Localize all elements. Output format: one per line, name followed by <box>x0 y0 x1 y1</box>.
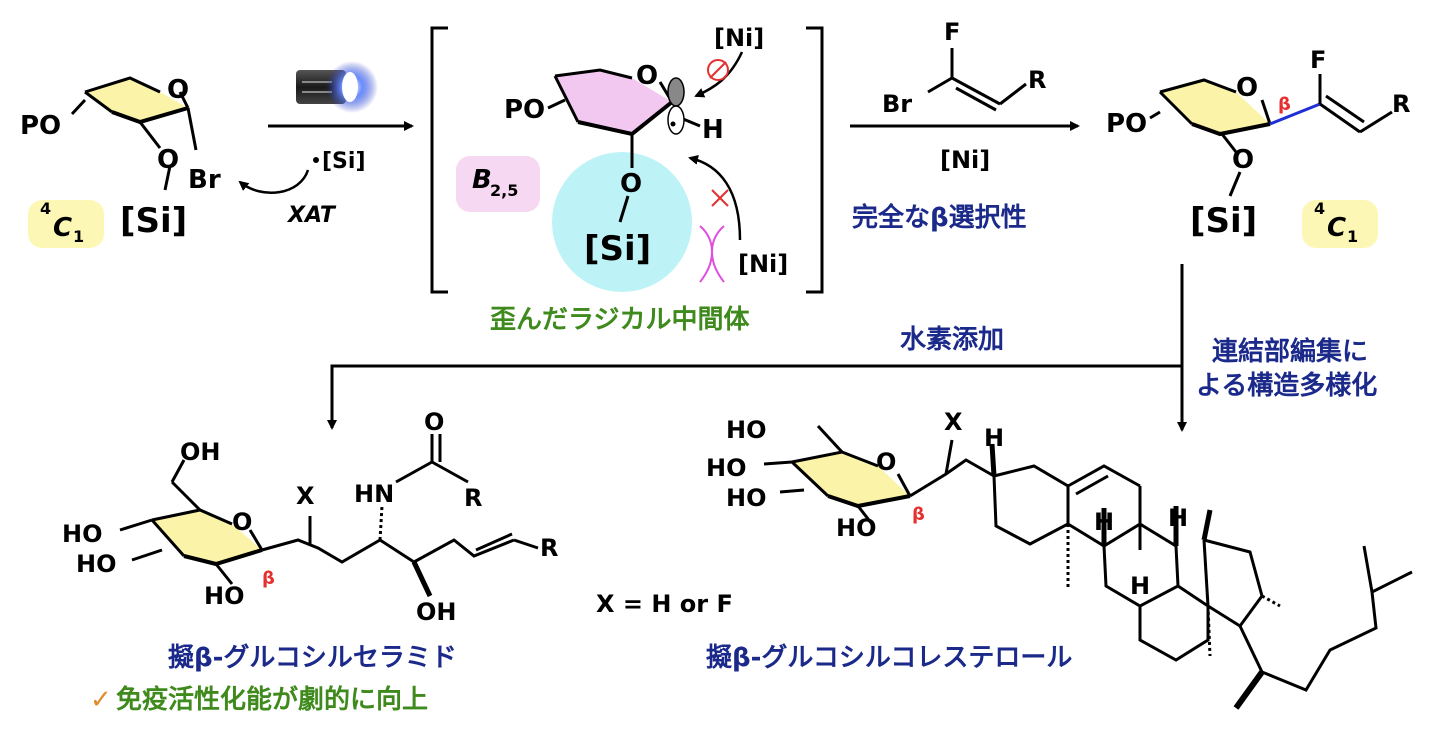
branch-arrow-left <box>327 364 1182 430</box>
svg-text:X: X <box>944 408 963 436</box>
bracket-right <box>806 26 824 294</box>
svg-text:C: C <box>53 213 72 243</box>
ring-oxygen: O <box>167 75 189 105</box>
xat-label: XAT <box>286 203 337 228</box>
silyl-label: [Si] <box>120 201 187 241</box>
svg-text:[Ni]: [Ni] <box>714 24 764 52</box>
svg-text:4: 4 <box>1314 199 1325 218</box>
caption-ceramide: 擬β-グルコシルセラミド <box>168 643 457 673</box>
ceramide-mimic: OH HO HO HO O β X HN O R OH R <box>62 408 558 626</box>
svg-text:4: 4 <box>40 199 51 218</box>
conformation-badge-b25: B 2,5 <box>456 156 540 212</box>
svg-text:OH: OH <box>416 598 457 626</box>
svg-text:H: H <box>1168 504 1188 532</box>
svg-text:X: X <box>296 482 315 510</box>
svg-text:H: H <box>984 424 1004 452</box>
svg-text:O: O <box>1232 145 1254 175</box>
nickel-approach-bottom: [Ni] <box>688 154 788 283</box>
check-icon: ✓ <box>90 685 112 715</box>
svg-text:O: O <box>424 408 444 436</box>
svg-text:HO: HO <box>62 520 103 548</box>
svg-text:HO: HO <box>706 454 747 482</box>
po-label: PO <box>504 95 545 125</box>
silyl-radical-label: [Si] <box>322 149 366 174</box>
svg-text:β: β <box>912 504 925 525</box>
svg-text:HO: HO <box>726 484 767 512</box>
caption-hydrogenation: 水素添加 <box>900 325 1004 355</box>
svg-text:C: C <box>1327 213 1346 243</box>
svg-text:HO: HO <box>836 514 877 542</box>
svg-text:1: 1 <box>73 227 84 246</box>
svg-text:[Ni]: [Ni] <box>738 250 788 278</box>
svg-text:Br: Br <box>882 90 912 118</box>
bracket-left <box>430 26 448 294</box>
beta-label: β <box>1278 94 1291 115</box>
conformation-badge-left: 4 C 1 <box>28 199 104 248</box>
svg-text:B: B <box>472 165 492 195</box>
cholesterol-mimic: HO HO HO HO O β X H H H H <box>706 408 1413 710</box>
svg-text:R: R <box>1028 66 1046 94</box>
svg-text:H: H <box>1094 508 1114 536</box>
o2-oxygen: O <box>620 169 642 199</box>
caption-strained-radical: 歪んだラジカル中間体 <box>490 305 750 335</box>
svg-text:O: O <box>1236 73 1258 103</box>
caption-complete-beta: 完全なβ選択性 <box>852 202 1027 233</box>
po-label: PO <box>20 111 61 141</box>
svg-text:PO: PO <box>1106 109 1147 139</box>
caption-cholesterol: 擬β-グルコシルコレステロール <box>706 643 1072 673</box>
svg-text:HO: HO <box>76 550 117 578</box>
vinyl-bromide-reagent: F Br R <box>882 18 1046 118</box>
silyl-label: [Si] <box>584 229 651 269</box>
ring-oxygen: O <box>636 61 658 91</box>
svg-text:β: β <box>262 568 275 589</box>
hydrogen-label: H <box>702 115 724 145</box>
svg-text:R: R <box>464 484 482 512</box>
svg-text:OH: OH <box>180 438 221 466</box>
svg-text:2,5: 2,5 <box>490 181 518 200</box>
svg-text:1: 1 <box>1347 227 1358 246</box>
blue-light-icon <box>296 61 378 113</box>
xat-step: [Si] XAT <box>238 149 366 228</box>
x-definition: X = H or F <box>596 590 733 618</box>
svg-text:F: F <box>1310 46 1326 74</box>
svg-text:F: F <box>944 18 960 46</box>
catalyst-label: [Ni] <box>940 146 990 174</box>
nickel-approach-top: [Ni] <box>694 24 764 98</box>
svg-text:HO: HO <box>726 416 767 444</box>
caption-activity: 免疫活性化能が劇的に向上 <box>116 684 428 715</box>
glycosyl-bromide: PO O O Br [Si] <box>20 75 221 241</box>
caption-linker-2: よる構造多様化 <box>1196 370 1377 401</box>
bromide-label: Br <box>188 165 221 195</box>
vinyl-c-glycoside: PO O O β F R [Si] <box>1106 46 1410 241</box>
svg-text:R: R <box>1392 90 1410 118</box>
radical-intermediate: PO O O H [Si] <box>504 61 724 292</box>
caption-linker-1: 連結部編集に <box>1212 336 1368 367</box>
svg-text:O: O <box>876 448 896 476</box>
svg-text:O: O <box>232 508 252 536</box>
svg-text:H: H <box>1130 572 1150 600</box>
svg-text:R: R <box>540 534 558 562</box>
o2-oxygen: O <box>157 145 179 175</box>
svg-text:HO: HO <box>204 582 245 610</box>
conformation-badge-right: 4 C 1 <box>1302 199 1378 248</box>
svg-text:[Si]: [Si] <box>1190 201 1257 241</box>
svg-text:HN: HN <box>354 480 394 508</box>
